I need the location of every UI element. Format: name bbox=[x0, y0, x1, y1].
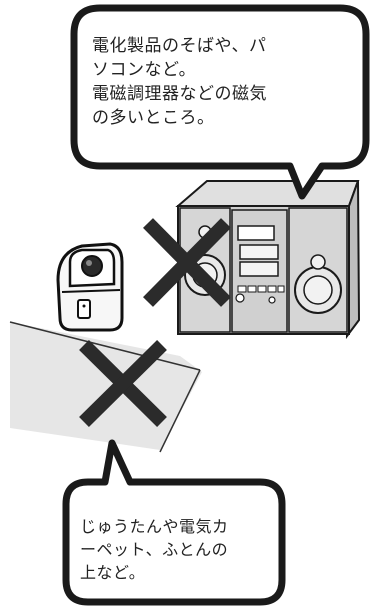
top-bubble-line: 電化製品のそばや、パ bbox=[92, 34, 337, 58]
center-unit bbox=[232, 210, 287, 332]
camera-device bbox=[58, 244, 122, 330]
stereo-system bbox=[178, 181, 359, 336]
bottom-bubble-line: 上など。 bbox=[80, 561, 265, 584]
top-bubble-line: ソコンなど。 bbox=[92, 58, 337, 82]
bottom-bubble-text: じゅうたんや電気カ ーペット、ふとんの 上など。 bbox=[80, 515, 265, 584]
top-bubble-line: の多いところ。 bbox=[92, 106, 337, 130]
top-bubble-line: 電磁調理器などの磁気 bbox=[92, 82, 337, 106]
bottom-bubble-line: じゅうたんや電気カ bbox=[80, 515, 265, 538]
bottom-bubble-line: ーペット、ふとんの bbox=[80, 538, 265, 561]
top-bubble-text: 電化製品のそばや、パ ソコンなど。 電磁調理器などの磁気 の多いところ。 bbox=[92, 34, 337, 130]
right-speaker bbox=[289, 208, 347, 332]
carpet-floor bbox=[10, 322, 202, 450]
